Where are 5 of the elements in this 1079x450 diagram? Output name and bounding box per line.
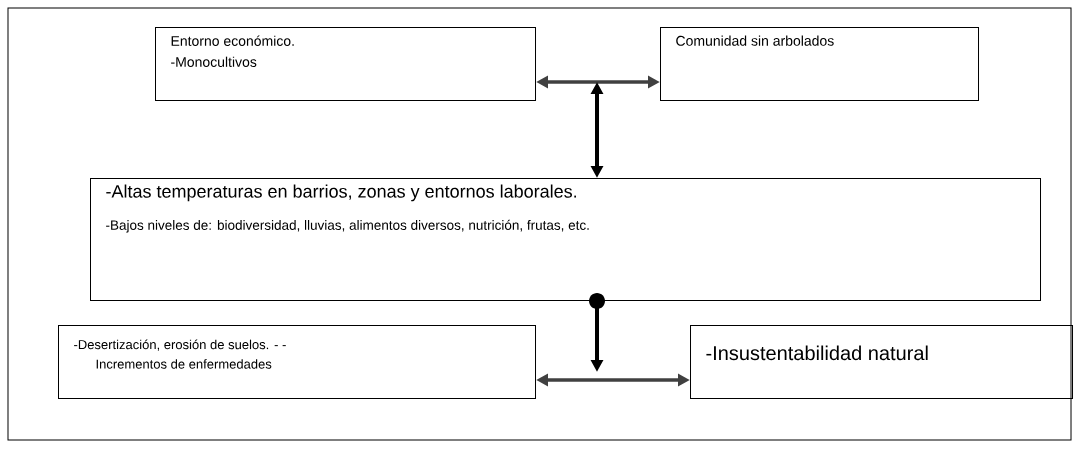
text-box: -Altas temperaturas en barrios, zonas y entornos laborales. -Bajos niveles de: biodiversidad, lluvias, alimentos diversos, nutrición, frutas, etc. <box>90 178 1041 301</box>
text-box: -Desertización, erosión de suelos. - - Incrementos de enfermedades <box>58 325 536 399</box>
text-box: -Insustentabilidad natural <box>690 325 1073 399</box>
text-box: Comunidad sin arbolados <box>660 27 979 101</box>
text-box: Entorno económico. -Monocultivos <box>155 27 536 101</box>
